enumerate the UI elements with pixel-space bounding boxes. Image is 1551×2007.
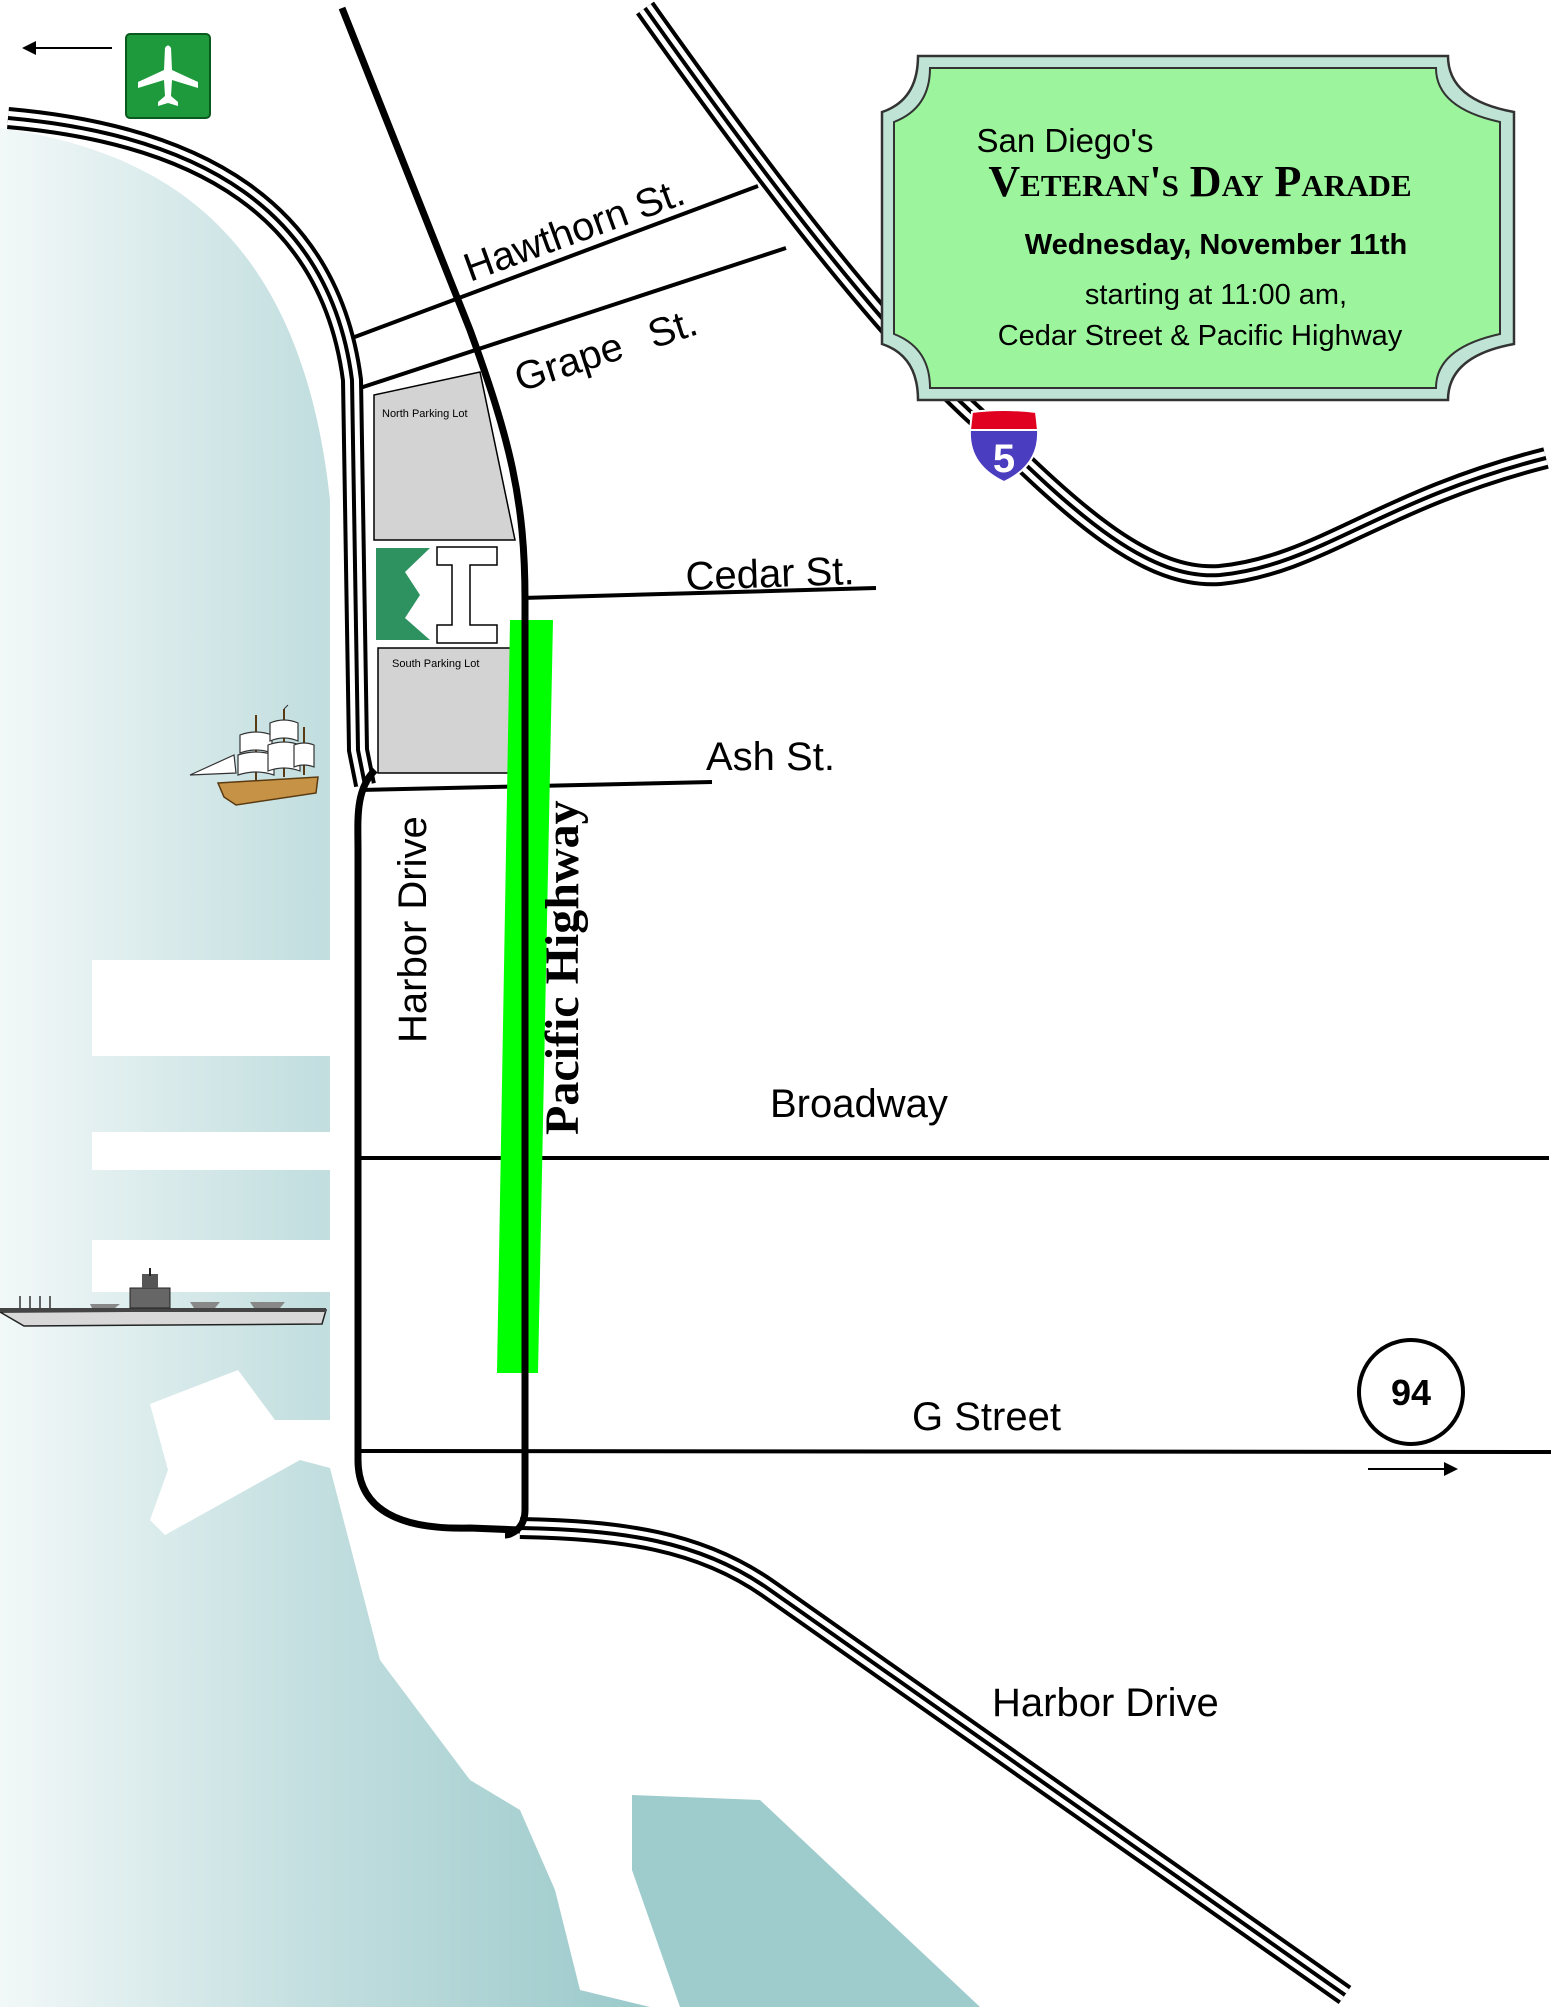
bay-water — [0, 128, 650, 2007]
south-parking-label: South Parking Lot — [392, 658, 479, 670]
svg-text:94: 94 — [1391, 1372, 1431, 1413]
svg-text:5: 5 — [993, 437, 1015, 481]
tall-ship-icon — [189, 704, 319, 806]
interstate-5-shield: 5 — [968, 409, 1040, 484]
cedar-street — [521, 586, 877, 600]
pacific-highway-label: Pacific Highway — [536, 800, 589, 1135]
airplane-icon — [138, 45, 198, 106]
cedar-label: Cedar St. — [685, 549, 855, 599]
harbor-drive-west-label: Harbor Drive — [391, 816, 435, 1043]
airport-sign — [22, 33, 211, 119]
g-street — [359, 1449, 1551, 1454]
harbor-drive-south-label: Harbor Drive — [992, 1681, 1219, 1725]
harbor-drive-west — [354, 767, 521, 1534]
event-banner: San Diego's Veteran's Day Parade Wednesd… — [880, 54, 1516, 402]
ash-label: Ash St. — [706, 735, 835, 779]
banner-time: starting at 11:00 am, — [1085, 279, 1347, 311]
aircraft-carrier-icon — [0, 1268, 327, 1327]
banner-line1: San Diego's — [977, 122, 1154, 159]
grape-label: Grape St. — [509, 300, 703, 400]
grape-street — [359, 246, 787, 390]
basin-water — [632, 1795, 980, 2007]
south-parking-lot — [377, 647, 519, 774]
hawthorn-street — [351, 184, 759, 340]
state-route-94-shield: 94 — [1357, 1338, 1465, 1476]
pacific-highway — [338, 6, 529, 1539]
banner-date: Wednesday, November 11th — [1025, 229, 1408, 261]
north-parking-label: North Parking Lot — [382, 408, 468, 420]
north-parking-lot — [373, 371, 516, 541]
broadway-label: Broadway — [770, 1082, 948, 1126]
g-street-label: G Street — [912, 1395, 1061, 1439]
hawthorn-label: Hawthorn St. — [458, 170, 690, 290]
banner-location: Cedar Street & Pacific Highway — [998, 320, 1403, 352]
building-icon — [376, 546, 498, 644]
banner-title: Veteran's Day Parade — [988, 157, 1411, 206]
harbor-drive-south — [519, 1517, 1352, 2004]
